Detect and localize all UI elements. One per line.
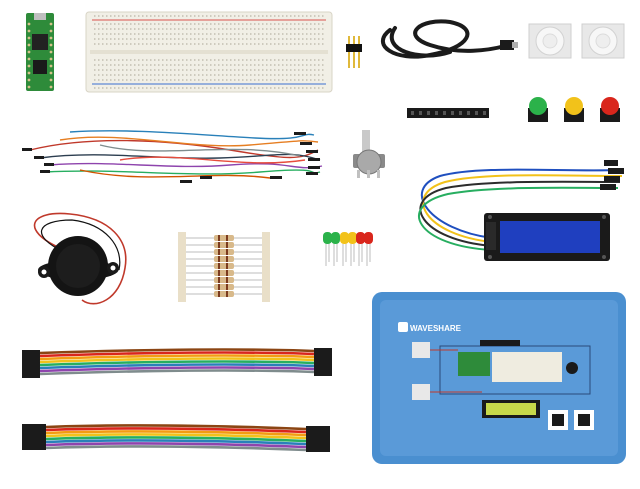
storage-box: WAVESHARE: [372, 292, 626, 464]
pir-sensors: [528, 23, 625, 59]
push-buttons: [528, 97, 620, 122]
ribbon-cable-top: [22, 348, 332, 378]
potentiometer: [353, 130, 385, 178]
jumper-wire-tips: [22, 132, 320, 183]
lcd-module: [418, 160, 624, 261]
jumper-wire-bundle: [29, 130, 323, 179]
leds: [323, 232, 373, 266]
pico-board: [26, 13, 54, 91]
resistor-strip: [178, 232, 270, 302]
breadboard: [85, 11, 333, 93]
female-header: [407, 108, 489, 118]
usb-cable: [381, 19, 518, 59]
box-brand-label: WAVESHARE: [410, 324, 462, 333]
buzzer: [33, 212, 127, 305]
ribbon-cable-bottom: [22, 424, 330, 452]
pin-headers: [346, 36, 362, 68]
